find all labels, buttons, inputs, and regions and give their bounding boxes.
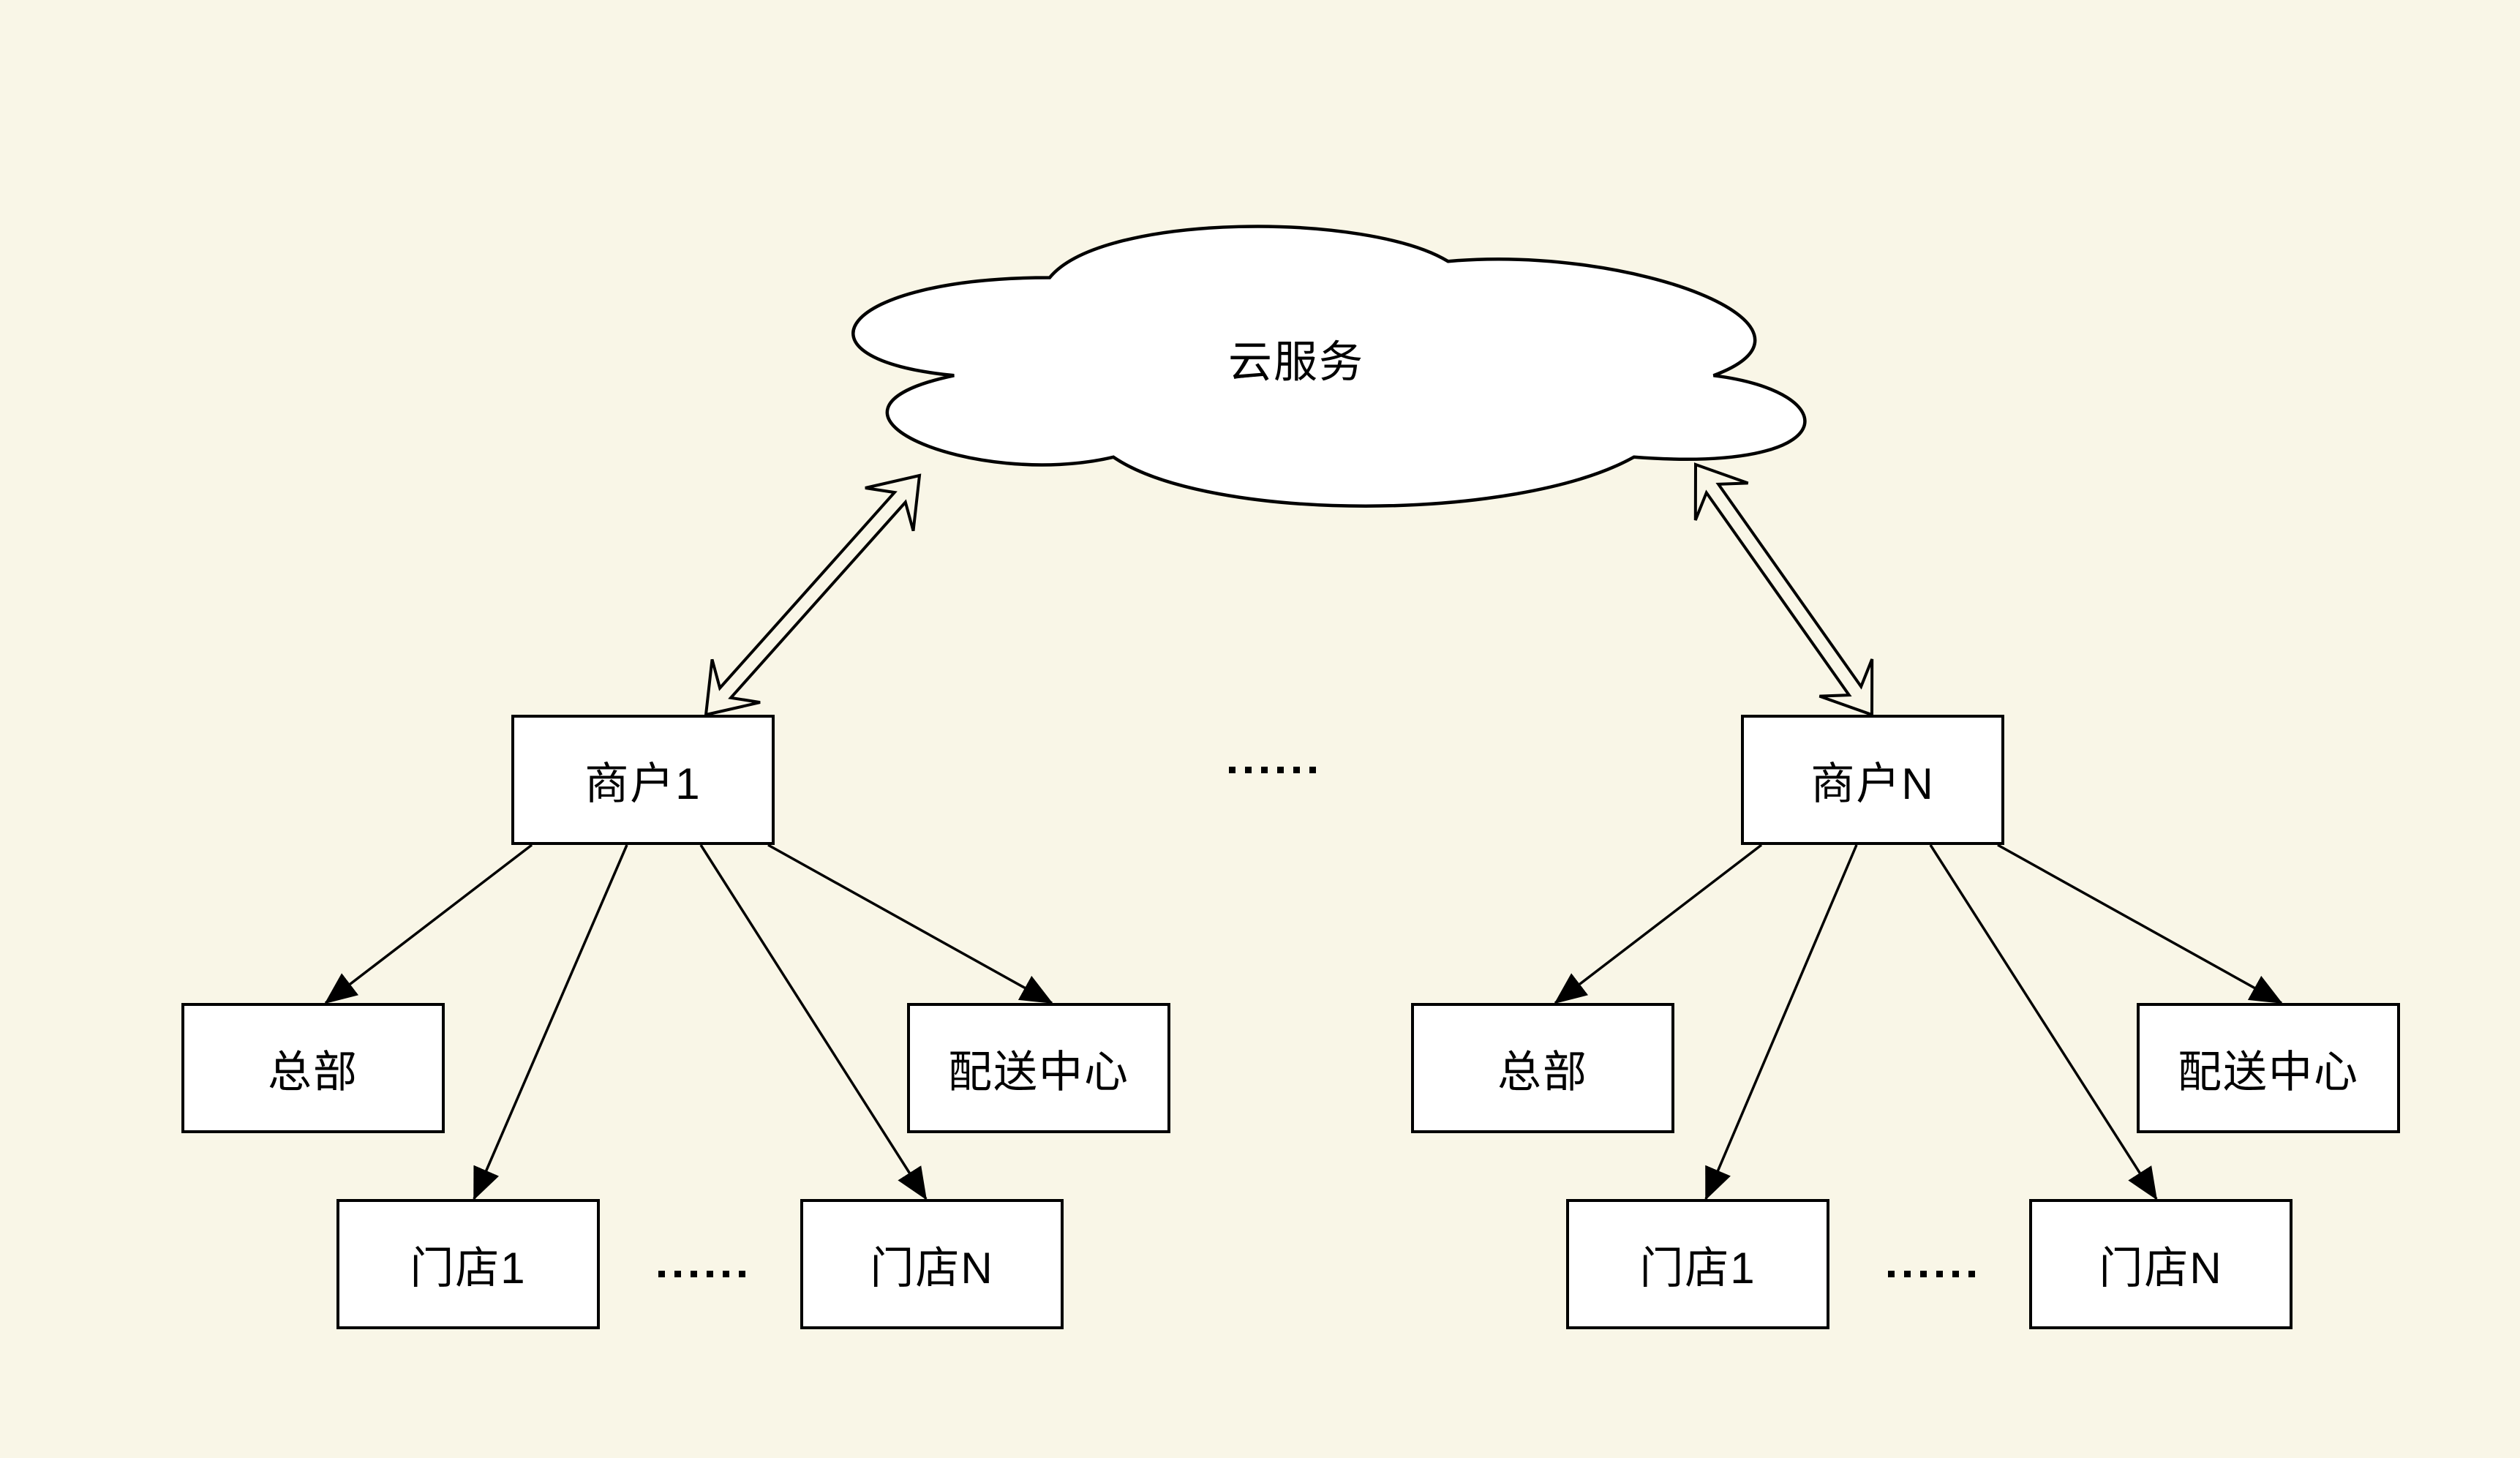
ellipsis-dot [1968, 1271, 1975, 1277]
node-left-store-1: 门店1 [336, 1199, 600, 1329]
node-left-store-1-label: 门店1 [410, 1243, 527, 1293]
node-right-distribution-center-label: 配送中心 [2178, 1047, 2359, 1097]
ellipsis-between-merchants [1229, 767, 1316, 773]
node-right-store-1: 门店1 [1566, 1199, 1829, 1329]
node-right-hq: 总部 [1411, 1003, 1674, 1133]
double-arrow-cloud-merchantN [1693, 462, 1874, 717]
node-left-store-N: 门店N [800, 1199, 1064, 1329]
ellipsis-dot [1229, 767, 1235, 773]
node-merchant-N-label: 商户N [1810, 759, 1935, 808]
ellipsis-dot [1293, 767, 1300, 773]
cloud-label: 云服务 [1228, 337, 1364, 387]
node-merchant-N: 商户N [1741, 715, 2004, 845]
ellipsis-between-right-stores [1888, 1271, 1975, 1277]
ellipsis-dot [658, 1271, 665, 1277]
connector-merchant1-distribution [767, 843, 1053, 1004]
ellipsis-dot [1920, 1271, 1927, 1277]
node-merchant-1: 商户1 [511, 715, 775, 845]
ellipsis-dot [707, 1271, 713, 1277]
connector-merchantN-storeN [1929, 844, 2158, 1200]
connector-merchantN-distribution [1997, 843, 2283, 1004]
ellipsis-dot [1277, 767, 1284, 773]
node-left-hq: 总部 [181, 1003, 445, 1133]
ellipsis-dot [674, 1271, 681, 1277]
double-arrow-cloud-merchant1 [704, 473, 922, 717]
ellipsis-dot [1309, 767, 1316, 773]
node-left-distribution-center: 配送中心 [907, 1003, 1170, 1133]
node-left-store-N-label: 门店N [870, 1243, 994, 1293]
ellipsis-dot [1261, 767, 1268, 773]
connector-merchant1-hq [324, 843, 533, 1004]
node-left-distribution-center-label: 配送中心 [948, 1047, 1129, 1097]
connector-merchant1-store1 [473, 844, 628, 1200]
ellipsis-between-left-stores [658, 1271, 745, 1277]
ellipsis-dot [1904, 1271, 1911, 1277]
node-left-hq-label: 总部 [268, 1047, 358, 1097]
node-right-distribution-center: 配送中心 [2137, 1003, 2400, 1133]
ellipsis-dot [1888, 1271, 1895, 1277]
connector-merchantN-store1 [1704, 844, 1858, 1200]
ellipsis-dot [1936, 1271, 1943, 1277]
connector-merchant1-storeN [699, 844, 928, 1200]
ellipsis-dot [1245, 767, 1252, 773]
ellipsis-dot [739, 1271, 745, 1277]
node-right-hq-label: 总部 [1497, 1047, 1588, 1097]
ellipsis-dot [1952, 1271, 1959, 1277]
cloud-shape [851, 225, 1807, 508]
node-right-store-1-label: 门店1 [1639, 1243, 1756, 1293]
connector-merchantN-hq [1554, 843, 1763, 1004]
node-merchant-1-label: 商户1 [584, 759, 702, 808]
ellipsis-dot [723, 1271, 729, 1277]
ellipsis-dot [691, 1271, 697, 1277]
node-right-store-N: 门店N [2029, 1199, 2293, 1329]
node-right-store-N-label: 门店N [2099, 1243, 2223, 1293]
